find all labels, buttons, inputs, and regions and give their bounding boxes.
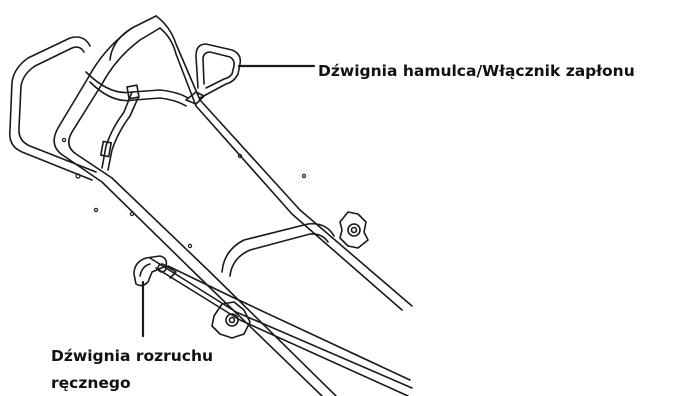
manual-start-label-line1: Dźwignia rozruchu	[51, 346, 213, 366]
handle-details	[62, 138, 305, 247]
cross-bar	[222, 224, 334, 276]
brake-lever-label: Dźwignia hamulca/Włącznik zapłonu	[318, 61, 635, 81]
right-knob	[340, 212, 368, 248]
brake-lever	[186, 44, 240, 104]
left-handle-tube	[54, 16, 336, 396]
lower-handle-tube	[150, 258, 412, 396]
manual-start-label-line2: ręcznego	[51, 373, 131, 393]
upper-cables	[86, 72, 188, 170]
